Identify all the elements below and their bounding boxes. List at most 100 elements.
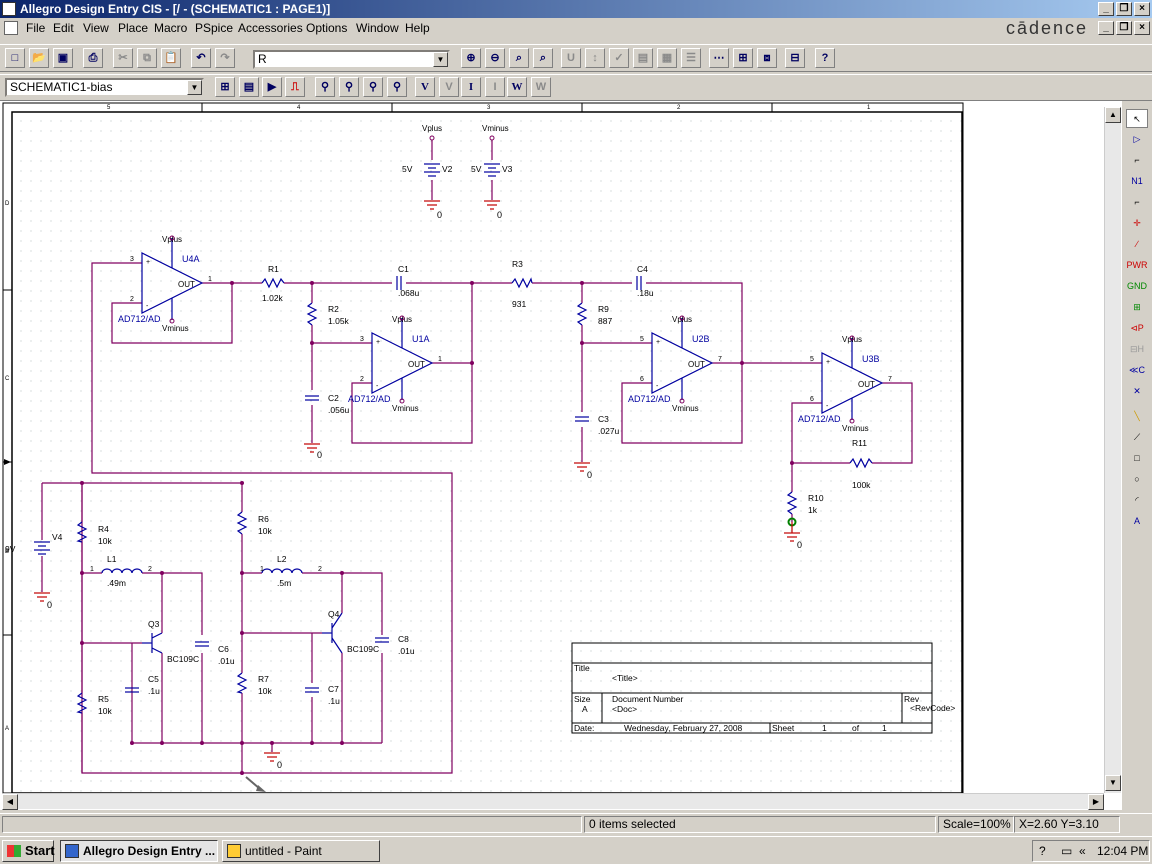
part-combo[interactable]: R▼ xyxy=(253,50,450,69)
inductor-l2[interactable] xyxy=(261,568,303,574)
bias-voltage-button[interactable]: V xyxy=(415,77,435,97)
help-icon[interactable]: ? xyxy=(815,48,835,68)
menu-pspice[interactable]: PSpice xyxy=(195,21,234,35)
menu-options[interactable]: Options xyxy=(306,21,348,35)
doc-minimize-button[interactable]: _ xyxy=(1098,21,1114,35)
place-rectangle-icon[interactable]: □ xyxy=(1134,453,1140,463)
new-profile-icon[interactable]: ⊞ xyxy=(215,77,235,97)
place-ground-icon[interactable]: GND xyxy=(1127,281,1147,291)
menu-file[interactable]: File xyxy=(26,21,46,35)
task-paint[interactable]: untitled - Paint xyxy=(222,840,380,862)
menu-window[interactable]: Window xyxy=(356,21,399,35)
area-select-icon[interactable]: ⊞ xyxy=(733,48,753,68)
zoom-area-icon[interactable]: ⌕ xyxy=(509,48,529,68)
menu-macro[interactable]: Macro xyxy=(154,21,188,35)
power-marker-icon[interactable]: ⚲ xyxy=(387,77,407,97)
place-wire-icon[interactable]: ⌐ xyxy=(1134,155,1140,165)
voltage-marker-icon[interactable]: ⚲ xyxy=(315,77,335,97)
place-part-icon[interactable]: ▷ xyxy=(1133,134,1141,144)
resistor-r2[interactable] xyxy=(306,302,318,326)
resistor-r5[interactable] xyxy=(76,692,88,714)
bias-voltage-selected-icon[interactable]: V xyxy=(439,77,459,97)
bom-icon[interactable]: ☰ xyxy=(681,48,701,68)
simulation-profile-combo[interactable]: SCHEMATIC1-bias▼ xyxy=(5,78,204,97)
capacitor-c8[interactable] xyxy=(375,637,389,643)
resistor-r9[interactable] xyxy=(576,302,588,326)
place-no-connect-icon[interactable]: ✕ xyxy=(1133,386,1141,396)
resistor-r11[interactable] xyxy=(849,457,873,469)
place-junction-icon[interactable]: ✛ xyxy=(1133,218,1141,228)
copy-icon[interactable]: ⧉ xyxy=(137,48,157,68)
capacitor-c3[interactable] xyxy=(575,416,589,422)
place-net-alias-icon[interactable]: N1 xyxy=(1131,176,1143,186)
redo-icon[interactable]: ↷ xyxy=(215,48,235,68)
new-icon[interactable]: □ xyxy=(5,48,25,68)
schematic-canvas[interactable]: 5 4 3 2 1 D C B A U4A AD712/AD U1A AD712… xyxy=(0,101,1104,793)
undo-icon[interactable]: ↶ xyxy=(191,48,211,68)
place-line-icon[interactable]: ╲ xyxy=(1134,411,1140,421)
resistor-r6[interactable] xyxy=(236,511,248,535)
place-bus-entry-icon[interactable]: ∕ xyxy=(1136,239,1138,249)
menu-place[interactable]: Place xyxy=(118,21,149,35)
capacitor-c5[interactable] xyxy=(125,687,139,693)
capacitor-c7[interactable] xyxy=(305,687,319,693)
print-icon[interactable]: ⎙ xyxy=(83,48,103,68)
menu-view[interactable]: View xyxy=(83,21,109,35)
source-v2[interactable] xyxy=(424,163,440,177)
network-tray-icon[interactable]: ▭ xyxy=(1061,844,1073,858)
restore-button[interactable]: ❐ xyxy=(1116,2,1132,16)
save-icon[interactable]: ▣ xyxy=(53,48,73,68)
transistor-q3[interactable] xyxy=(142,632,163,654)
resistor-r10[interactable] xyxy=(786,491,798,515)
transistor-q4[interactable] xyxy=(322,612,343,654)
scroll-left-icon[interactable]: ◀ xyxy=(2,794,18,810)
capacitor-c4[interactable] xyxy=(636,276,642,290)
doc-restore-button[interactable]: ❐ xyxy=(1116,21,1132,35)
menu-edit[interactable]: Edit xyxy=(53,21,74,35)
resistor-r7[interactable] xyxy=(236,672,248,694)
resistor-r4[interactable] xyxy=(76,521,88,543)
drc-icon[interactable]: ✓ xyxy=(609,48,629,68)
start-button[interactable]: Start xyxy=(2,840,55,862)
bias-power-button[interactable]: W xyxy=(507,77,527,97)
edit-profile-icon[interactable]: ▤ xyxy=(239,77,259,97)
task-allegro[interactable]: Allegro Design Entry ... xyxy=(60,840,218,862)
chevron-down-icon[interactable]: ▼ xyxy=(433,52,448,67)
place-hier-pin-icon[interactable]: ⊟H xyxy=(1129,344,1145,354)
zoom-all-icon[interactable]: ⌕ xyxy=(533,48,553,68)
scroll-right-icon[interactable]: ▶ xyxy=(1088,794,1104,810)
current-marker-icon[interactable]: ⚲ xyxy=(363,77,383,97)
bias-power-selected-icon[interactable]: W xyxy=(531,77,551,97)
bias-current-selected-icon[interactable]: I xyxy=(485,77,505,97)
place-power-icon[interactable]: PWR xyxy=(1126,260,1148,270)
minimize-button[interactable]: _ xyxy=(1098,2,1114,16)
cut-icon[interactable]: ✂ xyxy=(113,48,133,68)
run-icon[interactable]: ▶ xyxy=(262,77,282,97)
vertical-scrollbar[interactable]: ▲ ▼ xyxy=(1104,107,1121,793)
scroll-up-icon[interactable]: ▲ xyxy=(1105,107,1121,123)
annotate-icon[interactable]: U xyxy=(561,48,581,68)
place-ellipse-icon[interactable]: ○ xyxy=(1134,474,1140,484)
help-tray-icon[interactable]: ? xyxy=(1039,844,1046,858)
schematic-workspace[interactable]: 5 4 3 2 1 D C B A U4A AD712/AD U1A AD712… xyxy=(0,101,1122,810)
zoom-in-icon[interactable]: ⊕ xyxy=(461,48,481,68)
capacitor-c2[interactable] xyxy=(305,395,319,401)
back-annotate-icon[interactable]: ↕ xyxy=(585,48,605,68)
cross-reference-icon[interactable]: ▦ xyxy=(657,48,677,68)
project-manager-icon[interactable]: ⊟ xyxy=(785,48,805,68)
resistor-r1[interactable] xyxy=(261,277,285,289)
place-hier-block-icon[interactable]: ⊞ xyxy=(1133,302,1141,312)
doc-icon[interactable] xyxy=(4,21,18,35)
view-results-icon[interactable]: ⎍ xyxy=(285,77,305,97)
place-arc-icon[interactable]: ◜ xyxy=(1135,495,1139,505)
resistor-r3[interactable] xyxy=(511,277,533,289)
doc-close-button[interactable]: × xyxy=(1134,21,1150,35)
place-polyline-icon[interactable]: ⟋ xyxy=(1133,432,1141,442)
capacitor-c1[interactable] xyxy=(396,276,402,290)
menu-help[interactable]: Help xyxy=(405,21,430,35)
diff-marker-icon[interactable]: ⚲ xyxy=(339,77,359,97)
inductor-l1[interactable] xyxy=(101,568,143,574)
place-bus-icon[interactable]: ⌐ xyxy=(1134,197,1140,207)
select-tool-icon[interactable]: ↖ xyxy=(1126,109,1148,128)
close-button[interactable]: × xyxy=(1134,2,1150,16)
